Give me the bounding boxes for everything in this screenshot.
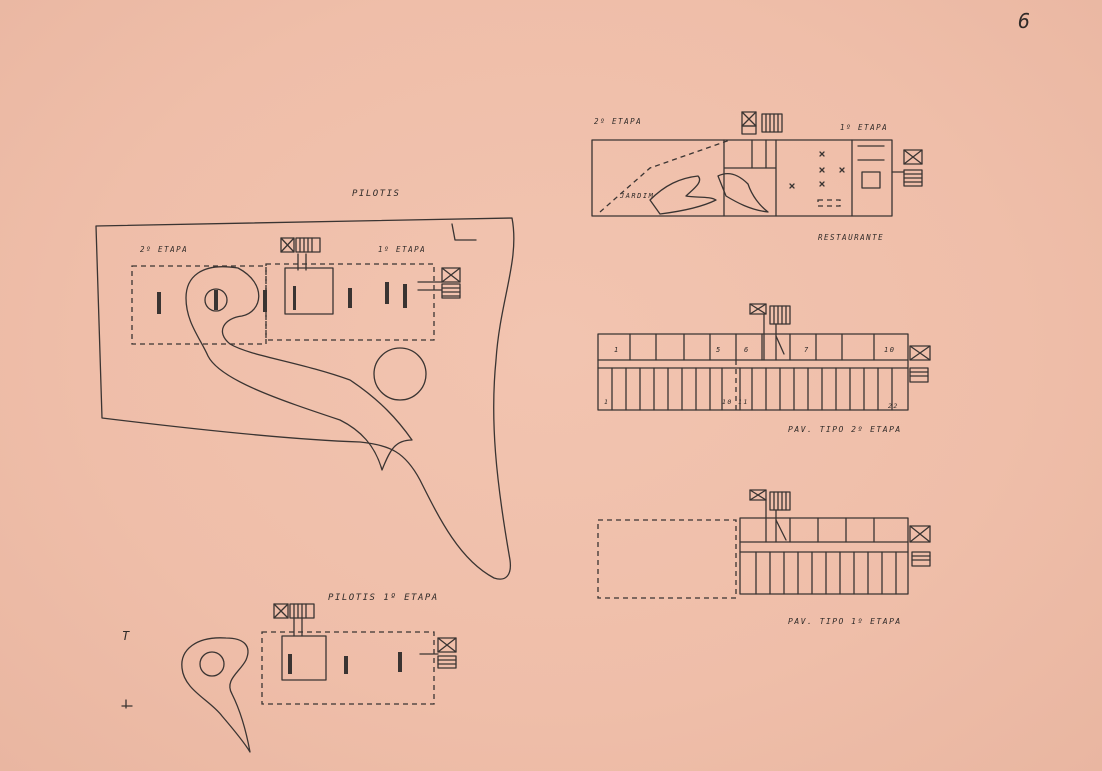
access-path — [185, 266, 413, 471]
room-number: 1 — [614, 346, 620, 354]
site-corner-mark — [451, 223, 477, 241]
page-number: 6 — [1018, 9, 1032, 33]
typical-floor-stage2: 1 5 6 7 10 1 10 11 22 PAV. TIPO 2º ETAPA — [597, 303, 931, 434]
room-number: 11 — [738, 398, 749, 406]
pilotis-stage2-label: 2º ETAPA — [140, 245, 188, 254]
core-shaft — [297, 253, 307, 271]
pillar — [385, 282, 389, 304]
north-mark: T — [122, 629, 131, 643]
stair-symbol — [741, 111, 783, 135]
stair-symbol — [891, 149, 923, 187]
core-box — [284, 267, 334, 315]
room-number: 7 — [804, 346, 810, 354]
stair-symbol — [749, 303, 791, 361]
cross-mark — [121, 699, 133, 709]
restaurant-corridor — [751, 139, 767, 169]
counter — [817, 199, 841, 207]
stair-line — [775, 519, 787, 541]
round-pavilion — [373, 347, 427, 401]
upper-room-dividers — [629, 333, 875, 361]
restaurant-stage2-label: 2º ETAPA — [594, 117, 642, 126]
pillar — [293, 286, 296, 310]
room-number: 5 — [716, 346, 722, 354]
floor-corridor — [597, 359, 909, 369]
stair-symbol — [273, 603, 315, 637]
restaurante-label: RESTAURANTE — [818, 233, 884, 242]
pillar — [348, 288, 352, 308]
room-number: 10 — [722, 398, 733, 406]
pillar — [288, 654, 292, 674]
pillar — [344, 656, 348, 674]
pilotis-stage1-plan: PILOTIS 1º ETAPA T — [121, 593, 457, 753]
stair-line — [775, 335, 785, 355]
room-number: 6 — [744, 346, 750, 354]
stair-symbol — [909, 345, 931, 383]
upper-room-dividers — [789, 517, 875, 543]
restaurant-stage1-label: 1º ETAPA — [840, 123, 888, 132]
floor-outline — [739, 517, 909, 595]
future-stage-footprint — [597, 519, 737, 599]
stage1-access-path — [181, 637, 251, 753]
kitchen-fixtures — [857, 145, 885, 189]
restaurant-outline — [591, 139, 893, 217]
pilotis-stage1-title: PILOTIS 1º ETAPA — [328, 593, 439, 603]
stage1-round — [199, 651, 225, 677]
room-number: 1 — [604, 398, 609, 406]
pillar — [403, 284, 407, 308]
tables — [789, 151, 845, 189]
floor-corridor — [739, 541, 909, 553]
stage2-footprint — [131, 265, 267, 345]
pillar — [263, 290, 267, 312]
garden-diagonal — [599, 139, 731, 213]
lower-room-dividers — [611, 367, 893, 411]
pillar — [157, 292, 161, 314]
stair-symbol — [280, 237, 321, 253]
pillar-round — [204, 288, 228, 312]
restaurant-partitions — [723, 139, 853, 217]
stair-symbol — [909, 525, 931, 567]
pillar — [214, 290, 218, 310]
stair-symbol — [749, 489, 791, 543]
pilotis-title: PILOTIS — [352, 189, 400, 199]
stair-symbol — [419, 637, 457, 669]
pillar — [398, 652, 402, 672]
room-number: 22 — [888, 402, 899, 410]
floor-outline — [597, 333, 909, 411]
pav-tipo-1-title: PAV. TIPO 1º ETAPA — [788, 617, 902, 626]
pilotis-stage1-label: 1º ETAPA — [378, 245, 426, 254]
stage1-core-box — [281, 635, 327, 681]
garden-shape — [649, 172, 769, 215]
site-boundary — [95, 217, 515, 580]
pav-tipo-2-title: PAV. TIPO 2º ETAPA — [788, 425, 902, 434]
lower-room-dividers — [755, 551, 897, 595]
stage1-small-footprint — [261, 631, 435, 705]
pilotis-site-plan: PILOTIS 2º ETAPA 1º ETAPA — [95, 189, 515, 580]
room-number: 10 — [884, 346, 895, 354]
stair-symbol — [417, 267, 461, 299]
typical-floor-stage1: PAV. TIPO 1º ETAPA — [597, 489, 931, 626]
jardim-label: JARDIM — [619, 192, 654, 200]
restaurant-plan: 2º ETAPA 1º ETAPA JARDIM RESTAURANTE — [591, 111, 923, 242]
